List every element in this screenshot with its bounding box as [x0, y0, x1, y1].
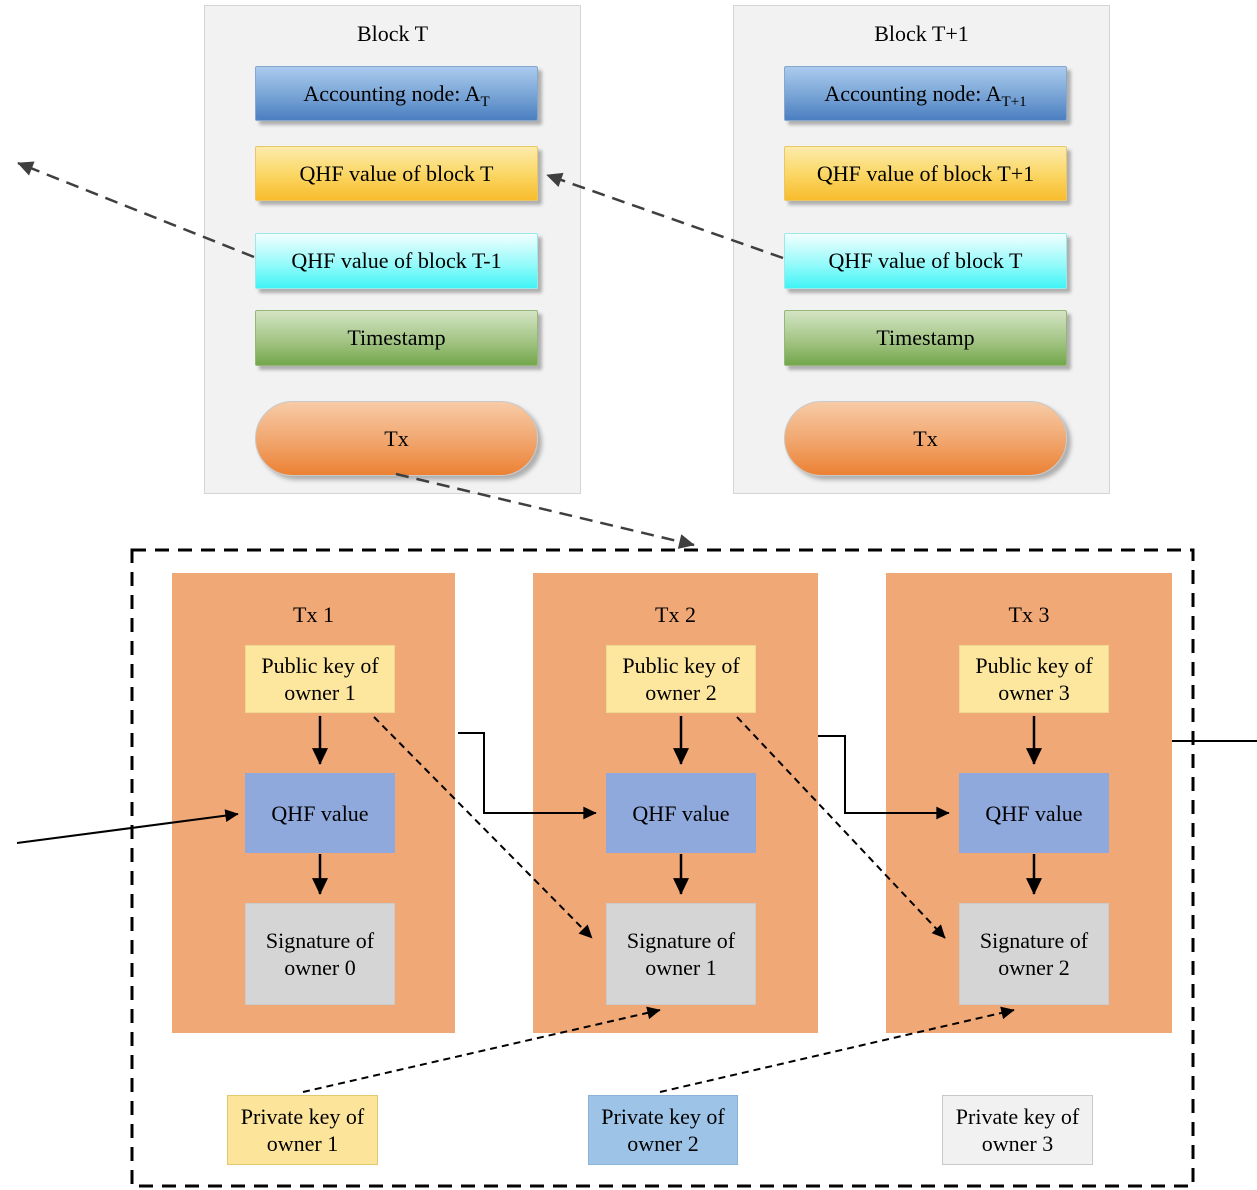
- tx1-qhf-value-box: QHF value: [245, 773, 395, 853]
- block-t-title: Block T: [356, 21, 429, 46]
- tx3-signature-label: Signature of owner 2: [979, 928, 1089, 980]
- accounting-label-main: Accounting node: A: [303, 80, 481, 106]
- block-t-qhf-current-box: QHF value of block T: [255, 146, 538, 201]
- block-t1-accounting-node-box: Accounting node: AT+1: [784, 66, 1067, 121]
- tx2-container: Tx 2 Public key of owner 2 QHF value Sig…: [533, 573, 818, 1033]
- tx1-signature-label: Signature of owner 0: [265, 928, 375, 980]
- block-t1-qhf-previous-label: QHF value of block T: [828, 248, 1023, 273]
- tx3-public-key-box: Public key of owner 3: [959, 645, 1109, 713]
- block-t-qhf-current-label: QHF value of block T: [299, 160, 494, 186]
- accounting-label-subscript: T: [480, 93, 490, 110]
- block-t-timestamp-label: Timestamp: [347, 325, 446, 350]
- private-key-owner3-label: Private key of owner 3: [955, 1104, 1080, 1156]
- private-key-owner3-box: Private key of owner 3: [942, 1095, 1093, 1165]
- tx1-qhf-value-label: QHF value: [271, 800, 369, 826]
- block-t1-container: Block T+1 Accounting node: AT+1 QHF valu…: [733, 5, 1110, 494]
- block-t-qhf-previous-label: QHF value of block T-1: [291, 248, 502, 273]
- block-t-timestamp-box: Timestamp: [255, 310, 538, 366]
- block-t1-qhf-current-label: QHF value of block T+1: [816, 160, 1035, 186]
- tx3-container: Tx 3 Public key of owner 3 QHF value Sig…: [886, 573, 1172, 1033]
- tx1-public-key-box: Public key of owner 1: [245, 645, 395, 713]
- tx2-signature-box: Signature of owner 1: [606, 903, 756, 1005]
- block-t1-tx-label: Tx: [913, 425, 938, 451]
- block-t-accounting-node-label: Accounting node: AT: [303, 80, 490, 110]
- block-t-container: Block T Accounting node: AT QHF value of…: [204, 5, 581, 494]
- block-t1-qhf-previous-box: QHF value of block T: [784, 233, 1067, 289]
- block-t1-qhf-current-box: QHF value of block T+1: [784, 146, 1067, 201]
- block-t-tx-pill: Tx: [255, 401, 538, 476]
- tx1-signature-box: Signature of owner 0: [245, 903, 395, 1005]
- tx1-container: Tx 1 Public key of owner 1 QHF value Sig…: [172, 573, 455, 1033]
- private-key-owner1-box: Private key of owner 1: [227, 1095, 378, 1165]
- private-key-owner2-box: Private key of owner 2: [588, 1095, 738, 1165]
- tx3-title: Tx 3: [1008, 602, 1050, 627]
- tx1-title: Tx 1: [293, 602, 334, 627]
- tx2-title: Tx 2: [655, 602, 696, 627]
- block-t1-accounting-node-label: Accounting node: AT+1: [824, 80, 1027, 110]
- block-t1-timestamp-label: Timestamp: [876, 325, 975, 350]
- accounting-label-subscript: T+1: [1001, 93, 1027, 110]
- accounting-label-main: Accounting node: A: [824, 80, 1002, 106]
- block-t1-tx-pill: Tx: [784, 401, 1067, 476]
- tx3-signature-box: Signature of owner 2: [959, 903, 1109, 1005]
- tx3-public-key-label: Public key of owner 3: [975, 653, 1093, 705]
- private-key-owner2-label: Private key of owner 2: [601, 1104, 725, 1156]
- tx3-qhf-value-box: QHF value: [959, 773, 1109, 853]
- tx2-qhf-value-box: QHF value: [606, 773, 756, 853]
- tx2-public-key-label: Public key of owner 2: [622, 653, 740, 705]
- tx2-signature-label: Signature of owner 1: [626, 928, 736, 980]
- tx2-public-key-box: Public key of owner 2: [606, 645, 756, 713]
- block-t-tx-label: Tx: [384, 425, 409, 451]
- block-t-qhf-previous-box: QHF value of block T-1: [255, 233, 538, 289]
- block-t1-timestamp-box: Timestamp: [784, 310, 1067, 366]
- private-key-owner1-label: Private key of owner 1: [240, 1104, 365, 1156]
- block-t-accounting-node-box: Accounting node: AT: [255, 66, 538, 121]
- tx1-public-key-label: Public key of owner 1: [261, 653, 379, 705]
- block-t1-title: Block T+1: [874, 21, 969, 46]
- tx3-qhf-value-label: QHF value: [985, 800, 1083, 826]
- tx2-qhf-value-label: QHF value: [632, 800, 730, 826]
